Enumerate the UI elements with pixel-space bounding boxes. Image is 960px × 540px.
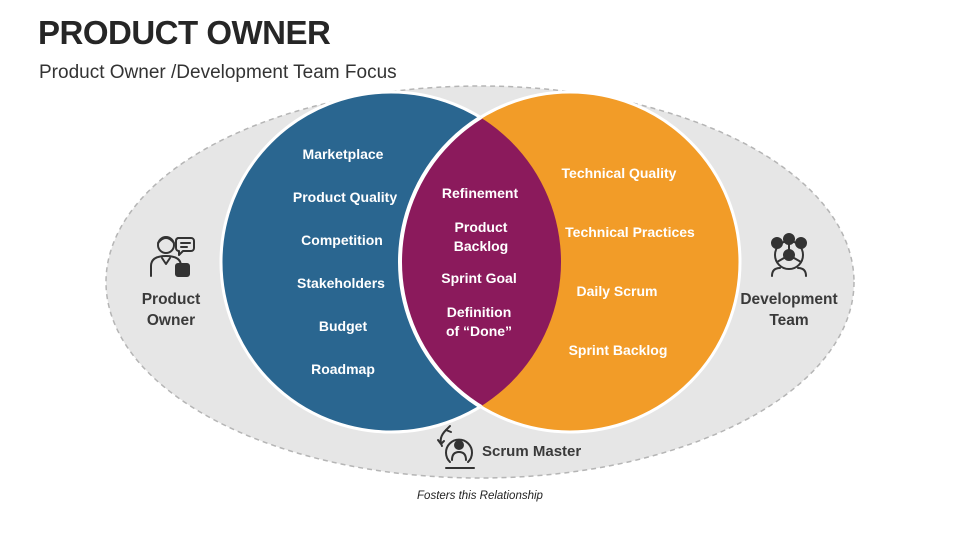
scrum-cycle-icon	[437, 425, 475, 469]
overlap-item-product-backlog-2: Backlog	[454, 238, 508, 254]
overlap-lens	[398, 92, 561, 432]
po-item-budget: Budget	[319, 318, 368, 334]
overlap-item-refinement: Refinement	[442, 185, 519, 201]
page-title: PRODUCT OWNER	[38, 14, 331, 51]
scrum-master-caption: Fosters this Relationship	[417, 490, 543, 502]
overlap-item-definition-2: of “Done”	[446, 323, 512, 339]
overlap-item-definition-1: Definition	[447, 304, 512, 320]
dev-item-sprint-backlog: Sprint Backlog	[569, 342, 668, 358]
po-item-marketplace: Marketplace	[303, 146, 384, 162]
team-icon	[771, 233, 807, 277]
dev-item-technical-practices: Technical Practices	[565, 224, 695, 240]
product-owner-label-1: Product	[142, 291, 201, 308]
development-team-label-1: Development	[740, 291, 837, 308]
overlap-item-product-backlog-1: Product	[455, 219, 508, 235]
po-item-competition: Competition	[301, 232, 383, 248]
po-item-product-quality: Product Quality	[293, 189, 397, 205]
overlap-item-sprint-goal: Sprint Goal	[441, 270, 516, 286]
development-team-label-2: Team	[769, 312, 808, 329]
scrum-master-label: Scrum Master	[482, 443, 581, 460]
user-support-icon	[150, 236, 195, 277]
page-subtitle: Product Owner /Development Team Focus	[39, 62, 397, 83]
dev-item-technical-quality: Technical Quality	[562, 165, 677, 181]
product-owner-label-2: Owner	[147, 312, 195, 329]
dev-item-daily-scrum: Daily Scrum	[577, 283, 658, 299]
po-item-stakeholders: Stakeholders	[297, 275, 385, 291]
po-item-roadmap: Roadmap	[311, 361, 375, 377]
